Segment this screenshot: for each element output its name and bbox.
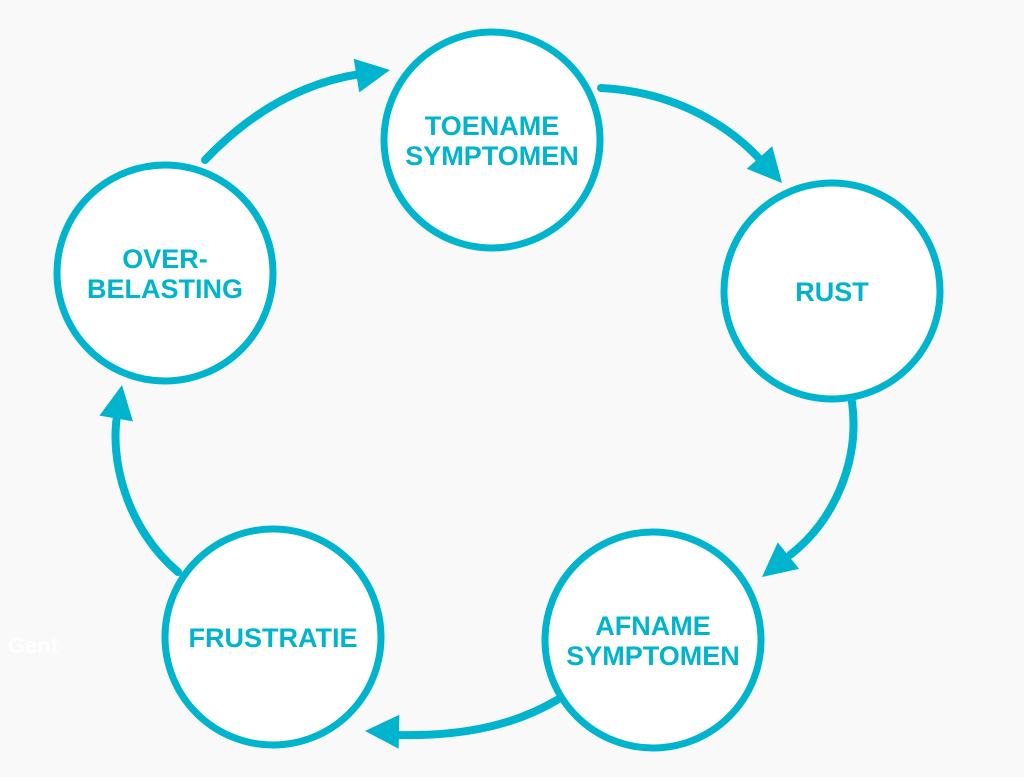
node-circle (53, 161, 277, 385)
node-label: FRUSTRATIE (189, 623, 358, 653)
arrowhead-icon (99, 385, 133, 422)
node-label: TOENAME (425, 111, 560, 141)
arrow-line (391, 696, 561, 740)
node-label: RUST (795, 277, 869, 307)
arrow-line (786, 398, 858, 559)
arrow-toename-to-rust (597, 84, 782, 183)
node-label: SYMPTOMEN (566, 641, 740, 671)
arrow-rust-to-afname (762, 398, 858, 577)
arrow-line (111, 406, 182, 576)
node-label: SYMPTOMEN (405, 141, 579, 171)
node-frustratie: FRUSTRATIE (161, 525, 385, 749)
arrow-line (597, 84, 769, 169)
nodes-layer: TOENAMESYMPTOMENRUSTAFNAMESYMPTOMENFRUST… (53, 28, 944, 752)
arrowhead-icon (746, 146, 782, 183)
arrowhead-icon (365, 714, 400, 749)
arrow-frustratie-to-overbelasting (99, 385, 182, 576)
node-circle (541, 528, 765, 752)
node-label: AFNAME (595, 611, 711, 641)
arrow-line (201, 70, 364, 164)
node-label: BELASTING (87, 274, 243, 304)
edges-layer (99, 58, 858, 749)
node-rust: RUST (720, 179, 944, 403)
node-label: OVER- (122, 244, 208, 274)
arrowhead-icon (353, 58, 390, 93)
node-circle (161, 525, 385, 749)
node-overbelasting: OVER-BELASTING (53, 161, 277, 385)
node-circle (720, 179, 944, 403)
arrowhead-icon (762, 542, 800, 577)
arrow-overbelasting-to-toename (201, 58, 390, 164)
watermark-text: Gent (8, 633, 59, 658)
arrow-afname-to-frustratie (365, 696, 561, 749)
node-circle (380, 28, 604, 252)
